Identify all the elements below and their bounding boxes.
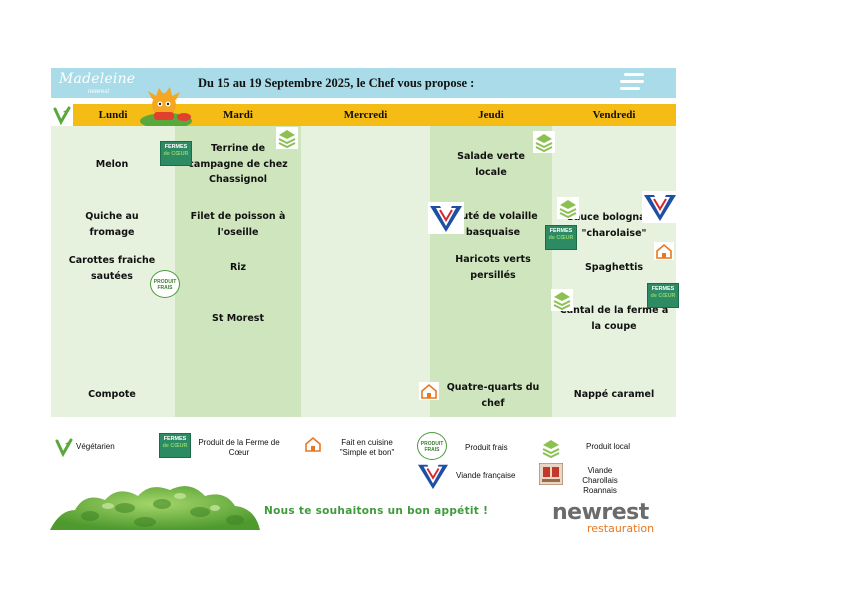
legend-produit-frais: Produit frais xyxy=(465,443,508,452)
school-brand: Madeleine xyxy=(59,71,136,87)
dish-mardi-plat: Filet de poisson à l'oseille xyxy=(190,211,286,238)
fermes-badge-line2: de CŒUR xyxy=(163,150,189,157)
legend-fermes-icon: FERMES de CŒUR xyxy=(159,433,191,458)
local-product-icon xyxy=(533,131,555,153)
school-brand-sub: newrest xyxy=(88,89,110,95)
dish-mardi-entree: Terrine de campagne de chez Chassignol xyxy=(188,143,288,185)
day-vendredi: Vendredi xyxy=(592,109,636,121)
dish-jeudi-dessert: Quatre-quarts du chef xyxy=(446,382,540,409)
header-banner xyxy=(51,68,676,98)
legend-vegetarien: Végétarien xyxy=(76,442,115,451)
bon-appetit-message: Nous te souhaitons un bon appétit ! xyxy=(264,505,489,517)
legend-vegetarian-icon xyxy=(55,438,73,458)
viandes-de-france-icon xyxy=(428,202,464,234)
dish-lundi-accompagnement: Carottes fraiche sautées xyxy=(68,255,156,282)
legend-produit-frais-icon: PRODUIT FRAIS xyxy=(417,432,447,460)
newrest-logo-text: newrest xyxy=(552,500,649,525)
day-mercredi: Mercredi xyxy=(343,109,388,121)
newrest-logo: newrest xyxy=(552,500,649,525)
legend-fait-maison: Fait en cuisine "Simple et bon" xyxy=(339,438,395,457)
fait-maison-icon xyxy=(419,382,439,400)
fermes-de-coeur-badge: FERMES de CŒUR xyxy=(160,141,192,166)
legend-charollais-icon xyxy=(539,463,563,485)
dish-vendredi-dessert: Nappé caramel xyxy=(573,389,655,400)
dish-jeudi-accompagnement: Haricots verts persillés xyxy=(455,254,531,281)
column-mercredi xyxy=(301,126,430,417)
vegetarian-icon xyxy=(53,106,71,126)
legend-viande-charollais: Viande Charollais Roannais xyxy=(582,466,618,495)
fermes-badge-line1: FERMES xyxy=(163,436,187,442)
dish-lundi-plat: Quiche au fromage xyxy=(85,211,139,238)
chef-mascot-icon xyxy=(140,87,192,129)
fermes-badge-line1: FERMES xyxy=(549,228,573,234)
local-product-icon xyxy=(551,289,573,311)
column-jeudi xyxy=(430,126,552,417)
dish-mardi-fromage: St Morest xyxy=(212,313,264,324)
legend-fait-maison-icon xyxy=(305,436,321,452)
dish-vendredi-plat: Sauce bolognaise "charolaise" xyxy=(567,212,661,239)
legend-local-icon xyxy=(542,440,560,459)
legend-ferme-coeur: Produit de la Ferme de Cœur xyxy=(198,438,280,457)
viandes-de-france-icon xyxy=(642,191,678,223)
column-vendredi xyxy=(552,126,676,417)
fait-maison-icon xyxy=(654,242,674,260)
fermes-badge-line2: de CŒUR xyxy=(548,234,574,241)
fermes-de-coeur-badge: FERMES de CŒUR xyxy=(545,225,577,250)
vegetarian-corner xyxy=(51,104,73,126)
fermes-badge-line1: FERMES xyxy=(164,144,188,150)
legend-viandes-de-france-icon xyxy=(418,464,448,490)
dish-jeudi-entree: Salade verte locale xyxy=(457,151,525,178)
column-mardi xyxy=(175,126,301,417)
dish-vendredi-fromage: Cantal de la ferme à la coupe xyxy=(559,305,669,332)
dish-lundi-dessert: Compote xyxy=(88,389,136,400)
column-lundi xyxy=(51,126,175,417)
dish-mardi-accompagnement: Riz xyxy=(229,262,247,273)
fermes-badge-line2: de CŒUR xyxy=(650,292,676,299)
wave-logo-icon xyxy=(620,71,644,93)
fermes-badge-line1: FERMES xyxy=(651,286,675,292)
day-lundi: Lundi xyxy=(98,109,128,121)
local-product-icon xyxy=(557,197,579,219)
dish-vendredi-accompagnement: Spaghettis xyxy=(584,262,644,273)
leaves-decoration xyxy=(50,486,260,530)
legend-produit-local: Produit local xyxy=(586,442,631,451)
local-product-icon xyxy=(276,127,298,149)
menu-title: Du 15 au 19 Septembre 2025, le Chef vous… xyxy=(198,76,475,90)
dish-lundi-entree: Melon xyxy=(95,159,129,170)
legend-viande-francaise: Viande française xyxy=(456,471,516,480)
fermes-badge-line2: de CŒUR xyxy=(162,442,188,449)
newrest-logo-sub: restauration xyxy=(587,522,655,535)
fermes-de-coeur-badge: FERMES de CŒUR xyxy=(647,283,679,308)
day-mardi: Mardi xyxy=(223,109,253,121)
day-jeudi: Jeudi xyxy=(478,109,504,121)
produit-frais-badge: PRODUIT FRAIS xyxy=(150,270,180,298)
dish-jeudi-plat: Sauté de volaille basquaise xyxy=(448,211,538,238)
day-header-row xyxy=(51,104,676,126)
